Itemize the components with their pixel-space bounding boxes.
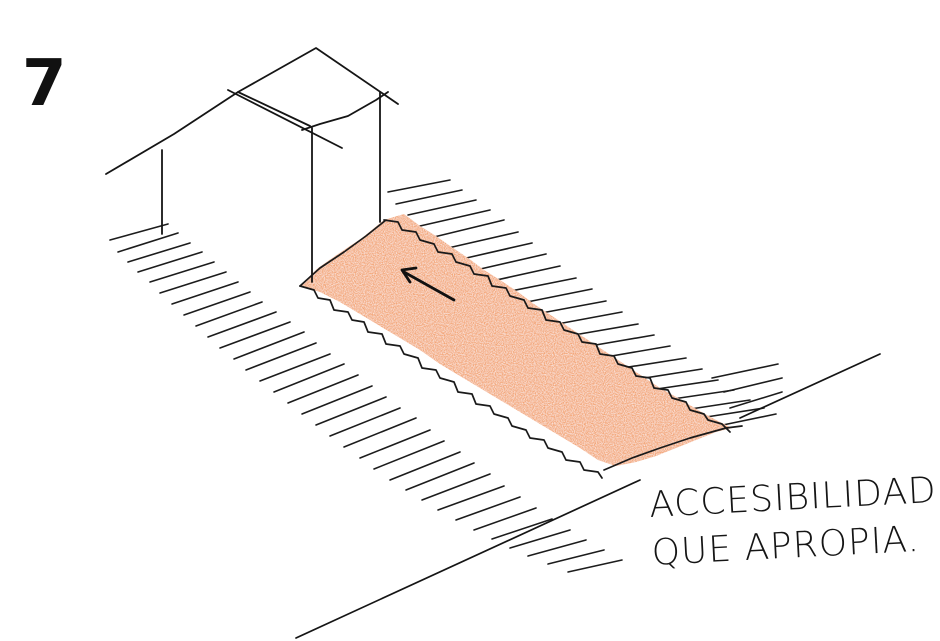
handwritten-caption: ACCESIBILIDAD QUE APROPIA. <box>648 467 940 578</box>
ramp-highlight <box>300 214 732 466</box>
